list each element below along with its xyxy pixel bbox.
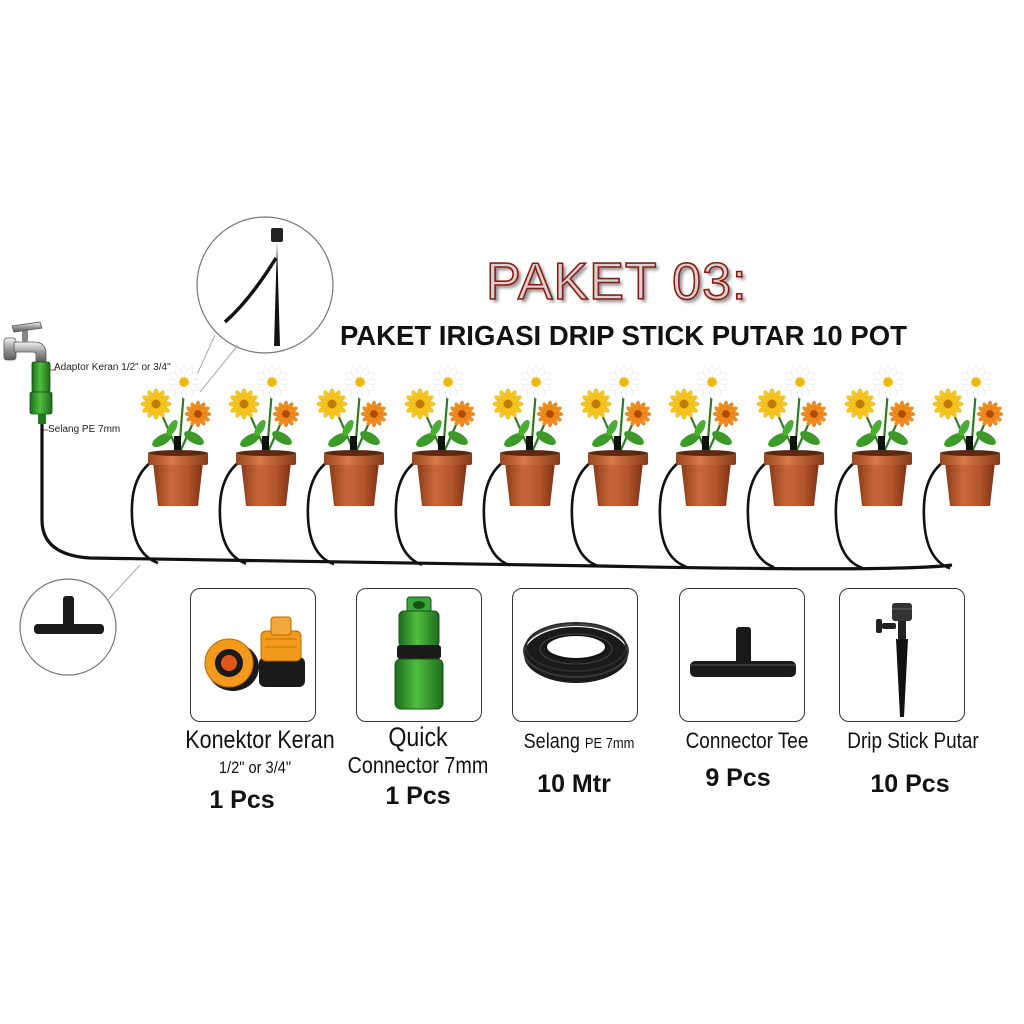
flower-pot	[394, 365, 476, 567]
flower-pot	[922, 365, 1004, 570]
flower-pot	[834, 365, 916, 570]
flower-pot	[218, 365, 300, 565]
flower-pot	[306, 365, 388, 566]
drip-stick-callout	[189, 216, 334, 393]
flower-pot	[482, 365, 564, 567]
adaptor-label: Adaptor Keran 1/2" or 3/4"	[54, 362, 171, 373]
product-box-drip-stick	[839, 588, 965, 722]
product-size-tap-connector: 1/2" or 3/4"	[218, 758, 292, 777]
product-box-tap-connector	[190, 588, 316, 722]
main-hose	[40, 424, 953, 571]
flower-pot	[570, 365, 652, 568]
tee-icon	[34, 596, 104, 634]
hose-coil-icon	[523, 622, 629, 683]
product-qty-drip-stick: 10 Pcs	[870, 770, 950, 798]
drip-stick-icon	[876, 603, 912, 717]
package-title: PAKET 03:	[485, 252, 748, 312]
product-name-drip-stick: Drip Stick Putar	[847, 728, 979, 753]
tap-adaptor-icon	[29, 361, 53, 424]
tee-connector-callout	[19, 564, 141, 676]
product-qty-tee: 9 Pcs	[705, 764, 771, 792]
product-name-tee: Connector Tee	[685, 728, 809, 753]
flower-pot	[746, 365, 828, 569]
product-qty-tap-connector: 1 Pcs	[209, 786, 275, 814]
package-subtitle: PAKET IRIGASI DRIP STICK PUTAR 10 POT	[340, 320, 907, 351]
product-box-quick-connector	[356, 588, 482, 722]
product-name-hose: Selang PE 7mm	[509, 730, 648, 754]
flower-pot	[130, 365, 212, 565]
product-box-tee	[679, 588, 805, 722]
tee-connector-icon	[690, 627, 796, 677]
flower-pot	[658, 365, 740, 568]
product-qty-hose: 10 Mtr	[537, 770, 611, 798]
faucet-icon	[3, 321, 47, 363]
product-size-quick-connector: Connector 7mm	[347, 752, 489, 778]
quick-connector-icon	[394, 596, 444, 710]
product-name-tap-connector: Konektor Keran	[185, 726, 335, 754]
product-name-hose-size: PE 7mm	[584, 735, 635, 752]
hose-label: Selang PE 7mm	[48, 424, 121, 435]
tap-connector-icon	[204, 616, 305, 691]
drip-stick-icon	[223, 228, 283, 346]
product-name-hose-main: Selang	[523, 730, 580, 753]
product-name-quick-connector: Quick	[388, 722, 448, 752]
product-qty-quick-connector: 1 Pcs	[385, 782, 451, 810]
product-box-hose	[512, 588, 638, 722]
